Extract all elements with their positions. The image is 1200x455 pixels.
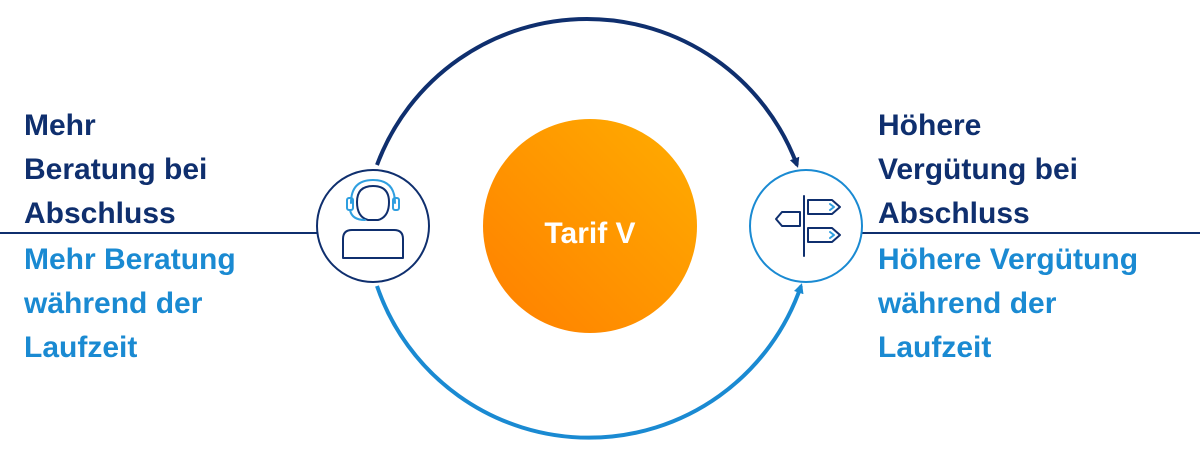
- signpost-icon: [775, 195, 841, 257]
- left-top-line: Mehr: [24, 109, 96, 142]
- right-top-line: Abschluss: [878, 197, 1030, 230]
- right-bottom-line: während der: [878, 287, 1057, 320]
- right-bottom-line: Laufzeit: [878, 331, 992, 364]
- right-top-line: Höhere: [878, 109, 982, 142]
- headset-person-icon: [342, 179, 404, 259]
- right-top-line: Vergütung bei: [878, 153, 1079, 186]
- left-node: [316, 169, 430, 283]
- right-bottom-line: Höhere Vergütung: [878, 243, 1139, 276]
- left-bottom-line: Mehr Beratung: [24, 243, 236, 276]
- top-arc-arrow: [375, 16, 800, 168]
- left-top-line: Beratung bei: [24, 153, 208, 186]
- left-top-text: Mehr Beratung bei Abschluss: [24, 104, 207, 236]
- left-bottom-text: Mehr Beratung während der Laufzeit: [24, 238, 236, 370]
- left-top-line: Abschluss: [24, 197, 176, 230]
- right-top-text: Höhere Vergütung bei Abschluss: [878, 104, 1078, 236]
- right-node: [749, 169, 863, 283]
- center-circle: [483, 119, 697, 333]
- bottom-arc-arrow: [375, 283, 804, 440]
- left-bottom-line: während der: [24, 287, 203, 320]
- left-bottom-line: Laufzeit: [24, 331, 138, 364]
- center-label: Tarif V: [544, 217, 636, 250]
- right-bottom-text: Höhere Vergütung während der Laufzeit: [878, 238, 1138, 370]
